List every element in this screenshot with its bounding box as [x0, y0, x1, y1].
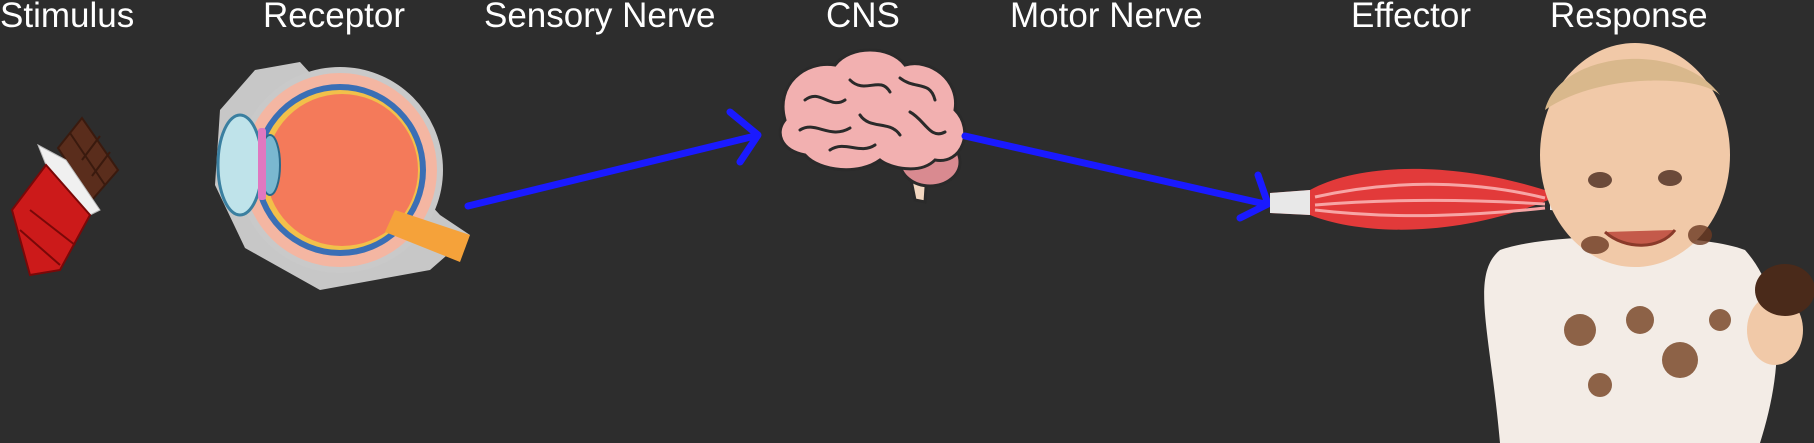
response-label: Response — [1550, 0, 1708, 35]
baby-icon — [1484, 43, 1814, 443]
stimulus-label: Stimulus — [0, 0, 135, 35]
brain-icon — [778, 48, 967, 204]
motor-nerve-label: Motor Nerve — [1010, 0, 1203, 35]
cns-label: CNS — [826, 0, 900, 35]
eye-icon — [215, 62, 470, 290]
sensory-nerve-label: Sensory Nerve — [484, 0, 716, 35]
motor-nerve-arrow-icon — [961, 132, 1272, 222]
chocolate-bar-icon — [10, 116, 120, 277]
sensory-nerve-arrow-icon — [464, 108, 762, 210]
muscle-icon — [1270, 168, 1575, 230]
effector-label: Effector — [1351, 0, 1471, 35]
receptor-label: Receptor — [263, 0, 406, 35]
